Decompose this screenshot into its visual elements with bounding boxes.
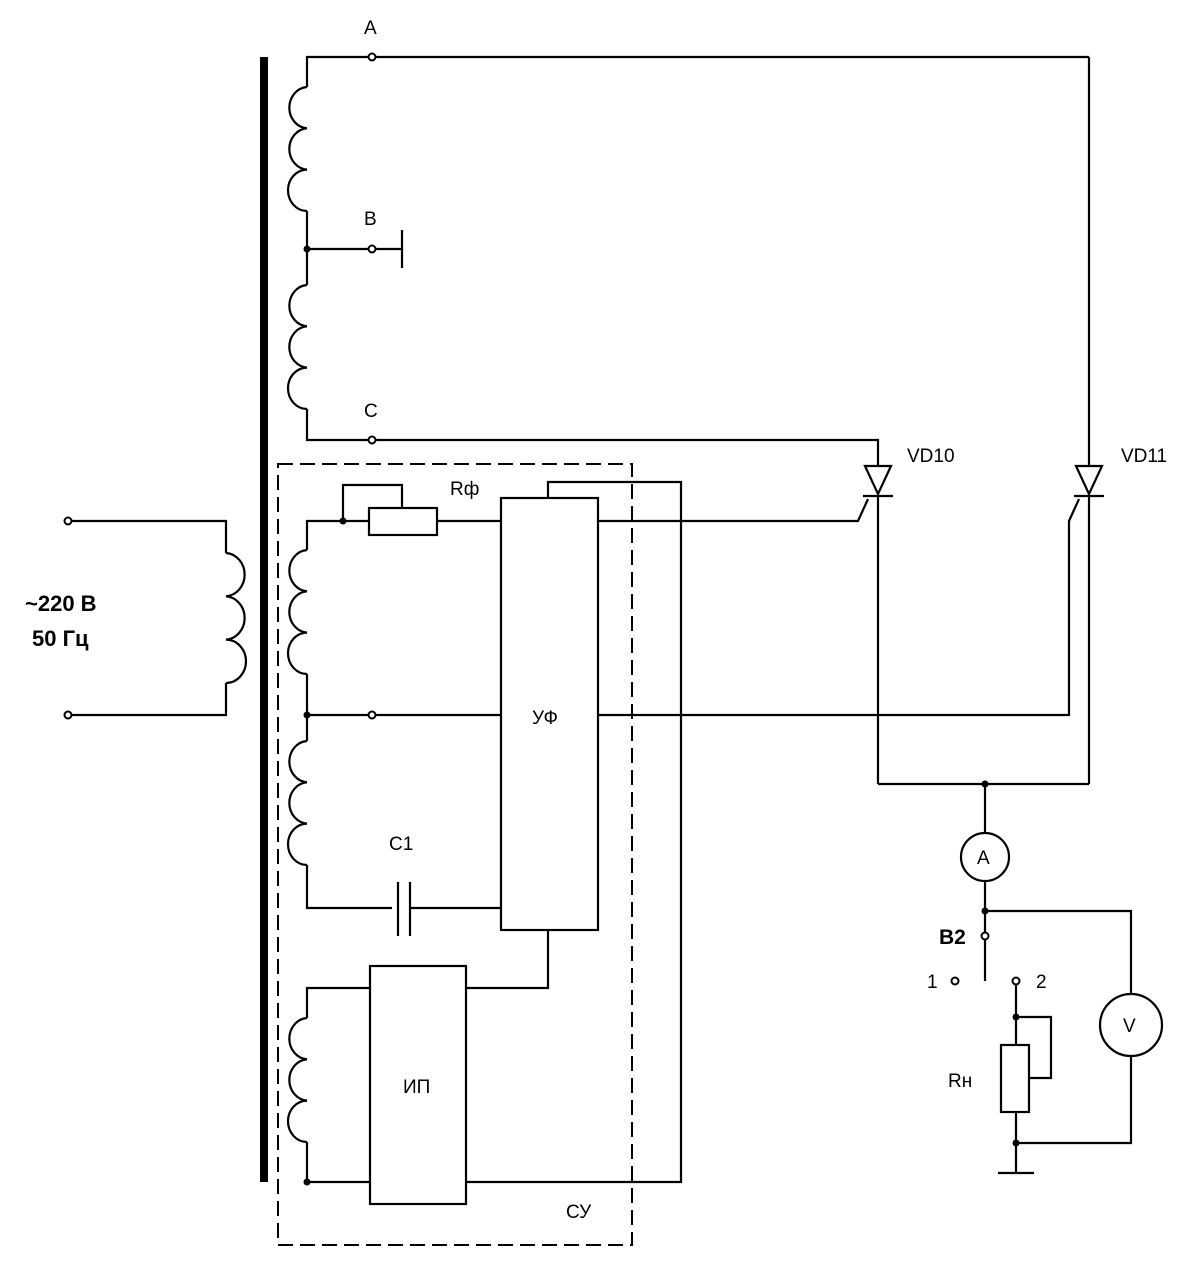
resistor-r-phase: [339, 483, 439, 537]
label-vd11: VD11: [1121, 446, 1167, 467]
ammeter: [959, 831, 1011, 936]
label-power-supply: ИП: [403, 1077, 430, 1098]
label-mains-frequency: 50 Гц: [32, 626, 89, 651]
phase-shifter-block: [499, 496, 600, 932]
terminal-a: [367, 52, 377, 62]
label-voltmeter: V: [1123, 1016, 1136, 1037]
label-mains-voltage: ~220 В: [25, 591, 97, 616]
primary-winding: [63, 516, 248, 720]
label-c1: С1: [389, 834, 413, 855]
load-rheostat: [998, 985, 1053, 1175]
control-tap-terminal: [367, 710, 377, 720]
terminal-c: [367, 435, 377, 445]
label-r-load: Rн: [948, 1071, 972, 1092]
thyristor-vd11: [598, 464, 1104, 784]
power-supply-block: [286, 964, 468, 1206]
voltmeter: [985, 909, 1164, 1145]
switch-pos-1-terminal: [950, 976, 960, 986]
label-r-phase: Rф: [450, 479, 479, 500]
label-terminal-c: C: [364, 401, 378, 422]
label-switch-pos-1: 1: [927, 972, 938, 993]
mains-terminal-top: [63, 516, 73, 526]
mains-terminal-bottom: [63, 710, 73, 720]
label-control-system: СУ: [566, 1202, 592, 1223]
label-vd10: VD10: [907, 446, 955, 467]
label-ammeter: А: [977, 848, 990, 869]
switch-pos-2-terminal: [1011, 976, 1021, 986]
label-terminal-b: B: [364, 209, 377, 230]
control-system-boundary: [277, 463, 633, 1246]
label-terminal-a: A: [364, 18, 377, 39]
power-secondary-winding: [286, 52, 1089, 466]
switch-common-terminal: [980, 931, 990, 941]
switch-b2: [950, 931, 1021, 986]
capacitor-c1: [396, 882, 501, 936]
label-switch-pos-2: 2: [1036, 972, 1047, 993]
terminal-b: [367, 244, 377, 254]
thyristor-vd10: [598, 464, 893, 784]
label-switch: В2: [939, 926, 966, 949]
label-phase-shifter: УФ: [532, 708, 558, 729]
